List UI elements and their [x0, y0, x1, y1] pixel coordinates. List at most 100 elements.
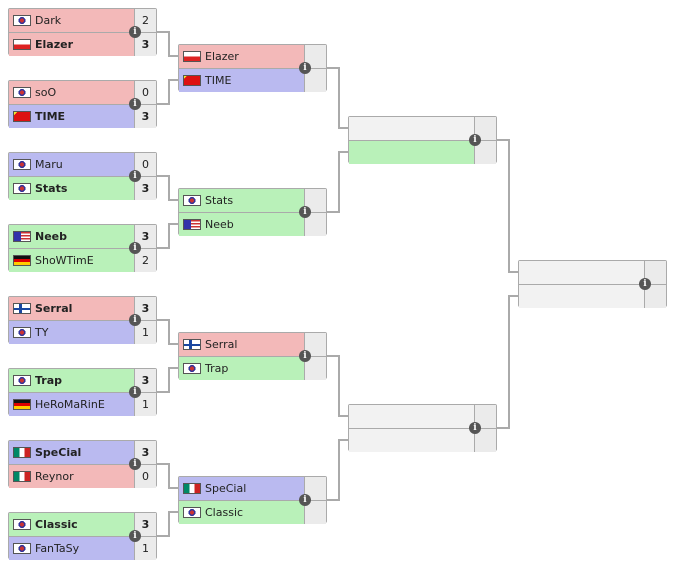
player-row[interactable] [519, 261, 666, 284]
player-score [304, 333, 326, 356]
info-icon[interactable]: i [129, 386, 141, 398]
player-row[interactable] [519, 284, 666, 308]
info-icon[interactable]: i [299, 62, 311, 74]
player-row[interactable] [349, 428, 496, 452]
info-icon[interactable]: i [469, 134, 481, 146]
player-name-cell: Classic [179, 501, 304, 524]
info-icon[interactable]: i [299, 494, 311, 506]
player-name-cell: Serral [179, 333, 304, 356]
info-icon[interactable]: i [299, 350, 311, 362]
connector-line [168, 223, 178, 225]
info-icon[interactable]: i [129, 98, 141, 110]
player-row[interactable]: Classic [179, 500, 326, 524]
connector-line [508, 295, 518, 297]
info-icon[interactable]: i [129, 458, 141, 470]
info-icon[interactable]: i [129, 530, 141, 542]
player-row[interactable]: TIME [179, 68, 326, 92]
player-score [474, 141, 496, 164]
player-name-cell: Serral [9, 297, 134, 320]
kr-flag-icon [13, 183, 31, 194]
player-row[interactable]: SpeCial [179, 477, 326, 500]
connector-line [157, 463, 168, 465]
player-score: 3 [134, 33, 156, 56]
connector-line [168, 175, 170, 201]
player-name-cell: Stats [9, 177, 134, 200]
player-row[interactable] [349, 140, 496, 164]
player-name-cell: HeRoMaRinE [9, 393, 134, 416]
player-name: Classic [35, 518, 78, 531]
player-name-cell: Dark [9, 9, 134, 32]
connector-line [157, 31, 168, 33]
player-name-cell [349, 141, 474, 164]
player-name: Serral [35, 302, 73, 315]
player-row[interactable]: Serral [179, 333, 326, 356]
connector-line [168, 31, 170, 57]
player-row[interactable]: Stats [179, 189, 326, 212]
player-name: Trap [205, 362, 229, 375]
player-name-cell: Neeb [9, 225, 134, 248]
player-name: Elazer [35, 38, 73, 51]
connector-line [157, 391, 168, 393]
player-score [304, 189, 326, 212]
connector-line [168, 79, 170, 105]
player-score: 3 [134, 105, 156, 128]
player-score: 1 [134, 393, 156, 416]
player-score: 1 [134, 321, 156, 344]
player-name: FanTaSy [35, 542, 80, 555]
info-icon[interactable]: i [639, 278, 651, 290]
player-score: 3 [134, 513, 156, 536]
player-name-cell: TY [9, 321, 134, 344]
player-name-cell: Neeb [179, 213, 304, 236]
player-row[interactable]: Neeb [179, 212, 326, 236]
connector-line [508, 139, 510, 273]
player-name-cell: ShoWTimE [9, 249, 134, 272]
player-row[interactable]: Classic 3 [9, 513, 156, 536]
connector-line [168, 343, 178, 345]
player-row[interactable] [349, 405, 496, 428]
info-icon[interactable]: i [129, 170, 141, 182]
connector-line [157, 319, 168, 321]
player-score: 3 [134, 225, 156, 248]
us-flag-icon [13, 231, 31, 242]
de-flag-icon [13, 399, 31, 410]
info-icon[interactable]: i [129, 26, 141, 38]
info-icon[interactable]: i [129, 314, 141, 326]
player-name: SpeCial [205, 482, 247, 495]
info-icon[interactable]: i [299, 206, 311, 218]
player-name-cell [349, 429, 474, 452]
connector-line [168, 223, 170, 249]
kr-flag-icon [13, 159, 31, 170]
player-score: 0 [134, 153, 156, 176]
player-row[interactable]: Elazer [179, 45, 326, 68]
connector-line [327, 211, 338, 213]
player-name-cell: Elazer [9, 33, 134, 56]
player-row[interactable] [349, 117, 496, 140]
player-row[interactable]: Trap [179, 356, 326, 380]
info-icon[interactable]: i [469, 422, 481, 434]
player-score [474, 429, 496, 452]
player-name-cell: Reynor [9, 465, 134, 488]
connector-line [338, 355, 340, 417]
player-name-cell: Trap [9, 369, 134, 392]
player-score: 0 [134, 465, 156, 488]
info-icon[interactable]: i [129, 242, 141, 254]
connector-line [338, 439, 348, 441]
player-name-cell [519, 285, 644, 308]
player-row[interactable]: Elazer 3 [9, 32, 156, 56]
